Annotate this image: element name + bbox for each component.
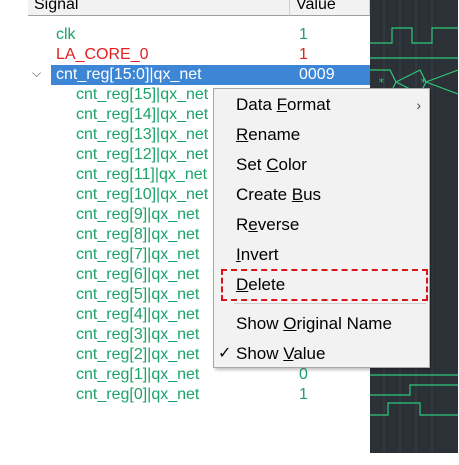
- menu-separator: [234, 303, 426, 304]
- signal-column-header[interactable]: Signal: [28, 0, 290, 16]
- menu-item-label: Create Bus: [236, 181, 321, 209]
- accelerator-key: F: [276, 95, 288, 114]
- signal-name: cnt_reg[15:0]|qx_net: [56, 66, 202, 83]
- label-prefix: R: [236, 215, 249, 234]
- menu-item-label: Set Color: [236, 151, 307, 179]
- accelerator-key: B: [291, 185, 304, 204]
- label-prefix: Create: [236, 185, 292, 204]
- signal-row[interactable]: cnt_reg[6]|qx_net: [28, 265, 370, 285]
- menu-item-label: Rename: [236, 121, 300, 149]
- label-suffix: nvert: [240, 245, 279, 264]
- menu-item-set-color[interactable]: Set Color: [214, 151, 429, 179]
- signal-name: cnt_reg[0]|qx_net: [76, 386, 200, 403]
- label-suffix: alue: [293, 344, 326, 363]
- bus-transition-marker: *: [420, 76, 427, 89]
- menu-item-rename[interactable]: Rename: [214, 121, 429, 149]
- signal-row-bus-selected[interactable]: ⌵ cnt_reg[15:0]|qx_net 0009: [28, 65, 370, 85]
- label-suffix: riginal Name: [296, 314, 392, 333]
- menu-item-label: Show Value: [236, 340, 325, 368]
- signal-value: 1: [299, 386, 308, 403]
- clk-trace: [370, 27, 458, 44]
- signal-name: cnt_reg[5]|qx_net: [76, 286, 200, 303]
- menu-item-reverse[interactable]: Reverse: [214, 211, 429, 239]
- menu-item-label: Show Original Name: [236, 310, 392, 338]
- menu-item-create-bus[interactable]: Create Bus: [214, 181, 429, 209]
- signal-name: cnt_reg[6]|qx_net: [76, 266, 200, 283]
- accelerator-key: R: [236, 125, 249, 144]
- signal-row[interactable]: cnt_reg[1]|qx_net 0: [28, 365, 370, 385]
- signal-name: cnt_reg[8]|qx_net: [76, 226, 200, 243]
- menu-item-label: Reverse: [236, 211, 299, 239]
- signal-row[interactable]: cnt_reg[13]|qx_net: [28, 125, 370, 145]
- signal-row[interactable]: cnt_reg[8]|qx_net: [28, 225, 370, 245]
- label-prefix: Show: [236, 314, 284, 333]
- signal-name: cnt_reg[12]|qx_net: [76, 146, 209, 163]
- check-icon: ✓: [218, 345, 232, 362]
- label-suffix: olor: [278, 155, 307, 174]
- label-suffix: elete: [248, 275, 286, 294]
- accelerator-key: C: [266, 155, 279, 174]
- bus-transition-marker: *: [378, 76, 385, 89]
- signal-name: cnt_reg[9]|qx_net: [76, 206, 200, 223]
- signal-value: 1: [299, 26, 308, 43]
- signal-row[interactable]: cnt_reg[9]|qx_net: [28, 205, 370, 225]
- label-prefix: Data: [236, 95, 277, 114]
- signal-value: 1: [299, 46, 308, 63]
- signal-row[interactable]: cnt_reg[3]|qx_net: [28, 325, 370, 345]
- chevron-down-icon[interactable]: ⌵: [32, 66, 42, 80]
- label-suffix: verse: [257, 215, 300, 234]
- signal-name: cnt_reg[2]|qx_net: [76, 346, 200, 363]
- menu-item-label: Invert: [236, 241, 279, 269]
- menu-item-label: Delete: [236, 271, 285, 299]
- signal-row[interactable]: cnt_reg[5]|qx_net: [28, 285, 370, 305]
- accelerator-key: O: [283, 314, 297, 333]
- signal-name: cnt_reg[11]|qx_net: [76, 166, 208, 183]
- signal-row[interactable]: clk 1: [28, 25, 370, 45]
- menu-item-show-original-name[interactable]: Show Original Name: [214, 310, 429, 338]
- signal-name: cnt_reg[7]|qx_net: [76, 246, 200, 263]
- menu-item-label: Data Format: [236, 91, 331, 119]
- signal-row[interactable]: cnt_reg[10]|qx_net: [28, 185, 370, 205]
- signal-value: 0: [299, 366, 308, 383]
- menu-item-invert[interactable]: Invert: [214, 241, 429, 269]
- signal-name: cnt_reg[1]|qx_net: [76, 366, 200, 383]
- value-column-header[interactable]: Value: [290, 0, 370, 16]
- accelerator-key: V: [283, 344, 294, 363]
- signal-row[interactable]: cnt_reg[15]|qx_net: [28, 85, 370, 105]
- bit1-trace: [370, 384, 458, 396]
- menu-item-delete[interactable]: Delete: [214, 271, 429, 299]
- accelerator-key: I: [236, 245, 241, 264]
- signal-row[interactable]: cnt_reg[7]|qx_net: [28, 245, 370, 265]
- signal-name: LA_CORE_0: [56, 46, 149, 63]
- label-prefix: Show: [236, 344, 284, 363]
- selection-highlight: [51, 65, 370, 85]
- signal-row[interactable]: cnt_reg[4]|qx_net: [28, 305, 370, 325]
- signal-row[interactable]: cnt_reg[14]|qx_net: [28, 105, 370, 125]
- label-suffix: ormat: [287, 95, 331, 114]
- signal-row[interactable]: cnt_reg[12]|qx_net: [28, 145, 370, 165]
- signal-name: cnt_reg[3]|qx_net: [76, 326, 200, 343]
- label-suffix: us: [303, 185, 322, 204]
- signal-name: cnt_reg[15]|qx_net: [76, 86, 209, 103]
- chevron-right-icon: ›: [416, 97, 421, 113]
- signal-row[interactable]: cnt_reg[11]|qx_net: [28, 165, 370, 185]
- signal-name: cnt_reg[4]|qx_net: [76, 306, 200, 323]
- signal-row[interactable]: LA_CORE_0 1: [28, 45, 370, 65]
- menu-item-data-format[interactable]: Data Format ›: [214, 91, 429, 119]
- label-prefix: Set: [236, 155, 267, 174]
- accelerator-key: D: [236, 275, 249, 294]
- signal-name: cnt_reg[14]|qx_net: [76, 106, 209, 123]
- signal-name: clk: [56, 26, 76, 43]
- label-suffix: ename: [248, 125, 301, 144]
- signal-name: cnt_reg[10]|qx_net: [76, 186, 209, 203]
- signal-value: 0009: [299, 66, 335, 83]
- signal-row[interactable]: cnt_reg[0]|qx_net 1: [28, 385, 370, 405]
- bit0-trace: [370, 402, 458, 416]
- accelerator-key: e: [248, 215, 258, 234]
- delete-highlight-box: [221, 269, 428, 301]
- menu-item-show-value[interactable]: ✓Show Value: [214, 340, 429, 368]
- signal-name: cnt_reg[13]|qx_net: [76, 126, 209, 143]
